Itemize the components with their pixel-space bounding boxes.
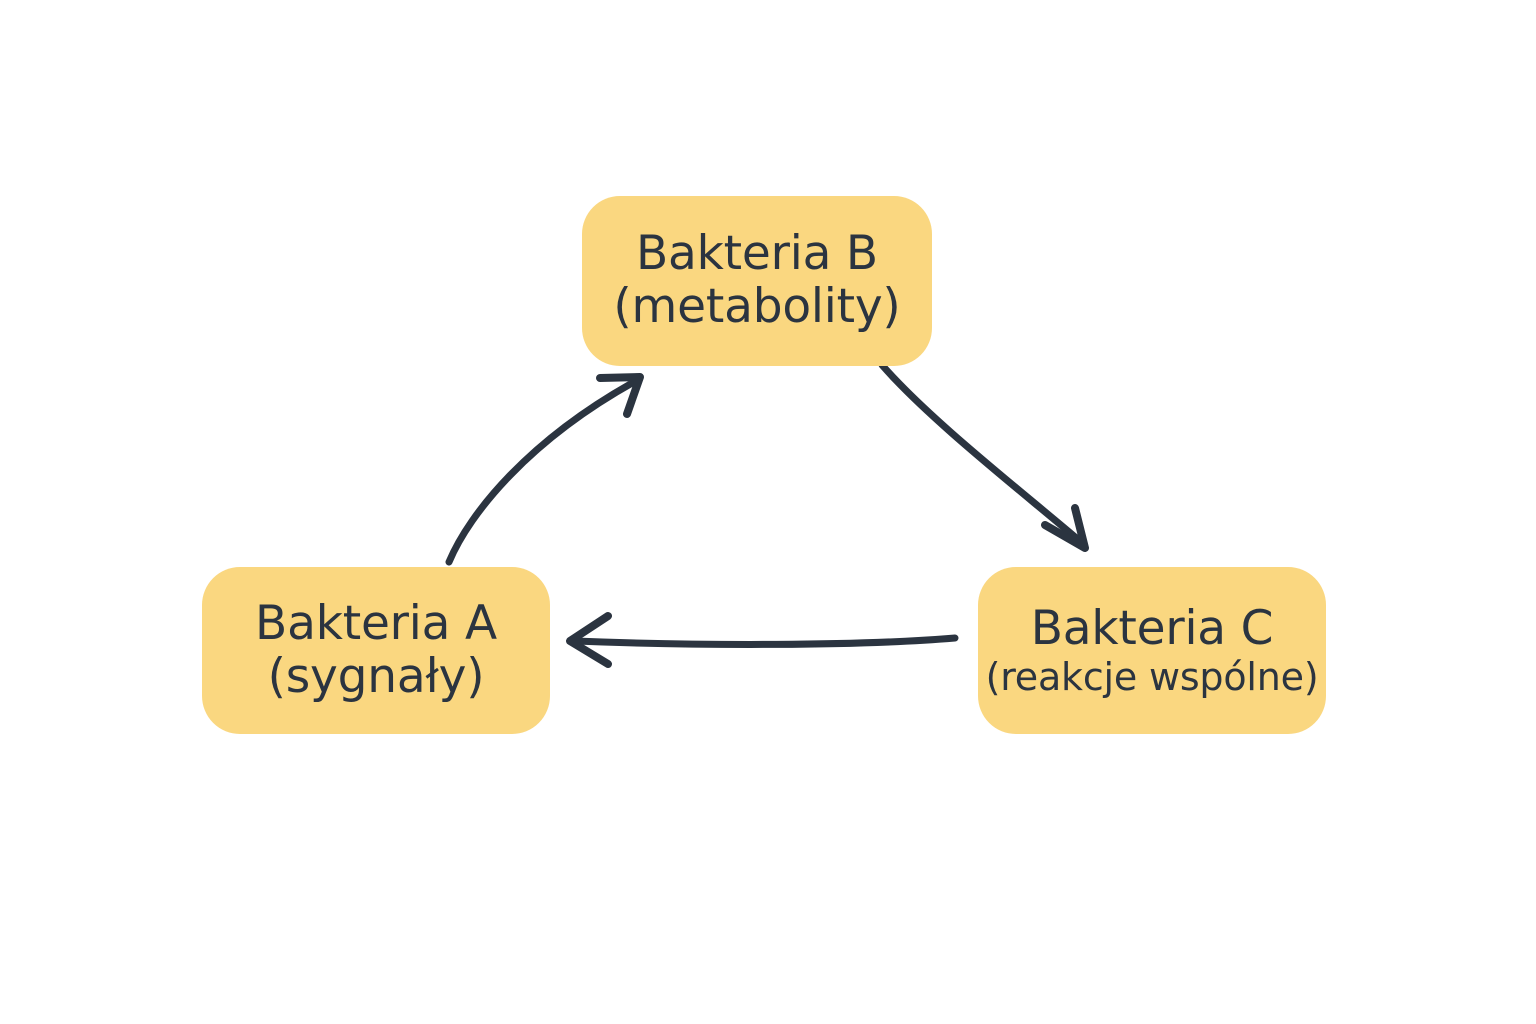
edge-c-to-a-line: [571, 634, 959, 648]
node-bakteria-a-line1: Bakteria A: [255, 595, 497, 651]
edge-c-to-a: [566, 612, 959, 668]
edge-b-to-c-line: [878, 361, 1085, 546]
node-bakteria-b[interactable]: Bakteria B (metabolity): [582, 196, 932, 366]
edge-b-to-c: [878, 361, 1089, 552]
node-bakteria-b-line2: (metabolity): [613, 279, 901, 334]
node-bakteria-a[interactable]: Bakteria A (sygnały): [202, 567, 550, 734]
node-bakteria-a-line2: (sygnały): [267, 648, 485, 704]
edge-c-to-a-arrowhead: [566, 612, 612, 668]
node-bakteria-c-line1: Bakteria C: [1030, 600, 1274, 656]
edge-b-to-c-arrowhead: [1041, 504, 1089, 552]
node-bakteria-c-line2: (reakcje wspólne): [985, 654, 1319, 699]
node-bakteria-c[interactable]: Bakteria C (reakcje wspólne): [978, 567, 1326, 734]
edge-a-to-b-arrowhead: [596, 373, 644, 418]
edge-a-to-b: [445, 373, 644, 566]
edge-a-to-b-line: [445, 378, 638, 566]
node-bakteria-b-line1: Bakteria B: [636, 226, 878, 282]
